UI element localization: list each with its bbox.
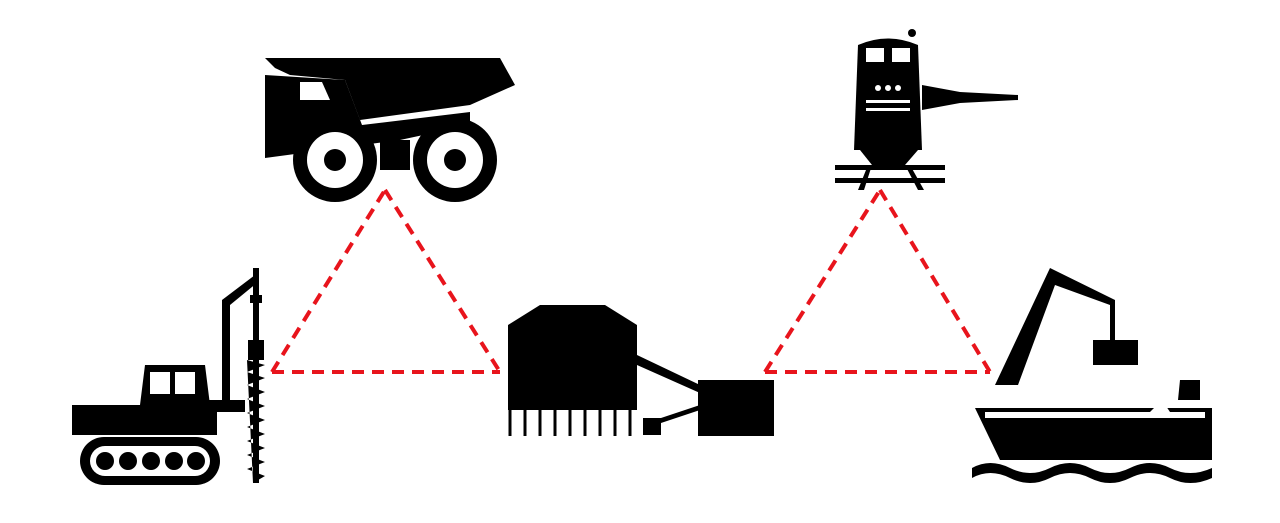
link-train-ship [878,188,992,374]
train-icon [835,29,1018,190]
link-drill-truck [270,188,387,374]
processing-plant-icon [508,305,774,436]
links [270,188,992,374]
link-truck-plant [383,188,502,374]
haul-truck-icon [265,58,515,202]
link-plant-train [763,188,882,374]
cargo-ship-icon [972,268,1212,483]
drilling-rig-icon [72,268,265,485]
